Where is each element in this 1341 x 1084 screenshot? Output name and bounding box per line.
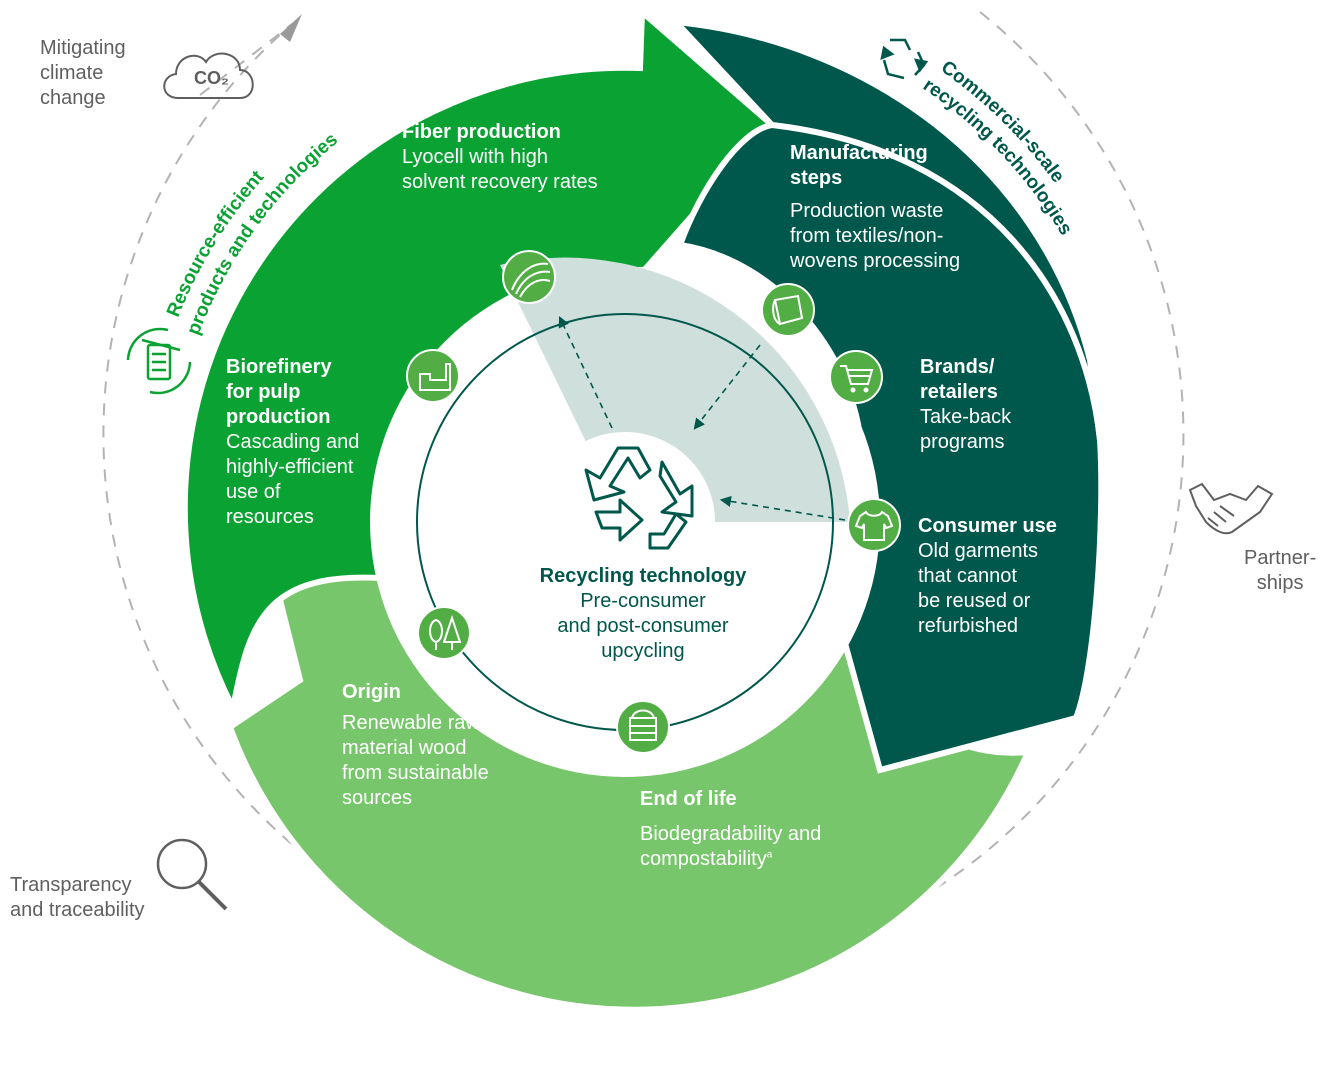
brands-title-1: Brands/ [920, 356, 995, 378]
consumer-use-text-3: be reused or [918, 590, 1031, 612]
manufacturing-text-1: Production waste [790, 200, 944, 222]
transparency-text-1: Transparency [10, 874, 132, 896]
commercial-recycle-icon [880, 38, 929, 80]
manufacturing-text-3: wovens processing [790, 250, 961, 272]
manufacturing-text-2: from textiles/non- [790, 225, 944, 247]
climate-text-3: change [40, 87, 106, 109]
consumer-use-text-4: refurbished [918, 615, 1019, 637]
co2-label: CO₂ [194, 68, 229, 88]
recycle-icon [584, 446, 694, 550]
brands-text-2: programs [920, 431, 1005, 453]
biorefinery-title-1: Biorefinery [226, 356, 332, 378]
handshake-icon [1188, 482, 1274, 535]
climate-label: Mitigating climate change [40, 36, 126, 111]
end-of-life-footnote: a [766, 849, 773, 861]
consumer-use-text-1: Old garments [918, 540, 1039, 562]
transparency-label: Transparency and traceability [10, 873, 145, 923]
end-of-life-text-1: Biodegradability and [640, 823, 822, 845]
origin-text-2: material wood [342, 737, 467, 759]
consumer-use-text-2: that cannot [918, 565, 1017, 587]
natural-circularity-icon [523, 951, 554, 985]
recycling-arrows [558, 315, 846, 521]
partnerships-text-2: ships [1256, 572, 1304, 594]
consumer-use-block: Consumer use Old garments that cannot be… [918, 514, 1057, 639]
partnerships-label: Partner- ships [1244, 546, 1316, 596]
end-of-life-title: End of life [640, 788, 737, 810]
center-text-1: Pre-consumer [580, 590, 706, 612]
t-shirt-icon [847, 498, 901, 552]
consumer-use-title: Consumer use [918, 515, 1057, 537]
fiber-production-text-2: solvent recovery rates [402, 171, 598, 193]
recycling-sector [500, 257, 850, 522]
end-of-life-block: End of life Biodegradability and compost… [640, 787, 821, 872]
biorefinery-text-4: resources [226, 506, 314, 528]
origin-text-4: sources [342, 787, 413, 809]
brands-block: Brands/ retailers Take-back programs [920, 355, 1011, 455]
biorefinery-block: Biorefinery for pulp production Cascadin… [226, 355, 359, 530]
biorefinery-title-3: production [226, 406, 331, 428]
center-block: Recycling technology Pre-consumer and po… [505, 564, 781, 664]
origin-block: Origin Renewable raw material wood from … [342, 680, 489, 811]
brands-text-1: Take-back [920, 406, 1012, 428]
end-of-life-text-2: compostability [640, 848, 767, 870]
biorefinery-text-3: use of [226, 481, 281, 503]
magnifier-icon [156, 838, 228, 911]
commercial-segment-top [668, 18, 1103, 441]
fabric-roll-icon [761, 283, 815, 337]
center-title: Recycling technology [539, 565, 747, 587]
manufacturing-title-2: steps [790, 167, 843, 189]
manufacturing-block: Manufacturing steps Production waste fro… [790, 141, 960, 274]
biorefinery-text-2: highly-efficient [226, 456, 354, 478]
origin-text-1: Renewable raw [342, 712, 480, 734]
fiber-production-text-1: Lyocell with high [402, 146, 549, 168]
biorefinery-title-2: for pulp [226, 381, 301, 403]
transparency-text-2: and traceability [10, 899, 145, 921]
factory-icon [406, 349, 460, 403]
biorefinery-text-1: Cascading and [226, 431, 360, 453]
compost-bin-icon [616, 700, 670, 754]
center-text-3: upcycling [601, 640, 685, 662]
shopping-cart-icon [829, 350, 883, 404]
origin-title: Origin [342, 681, 401, 703]
fiber-production-title: Fiber production [402, 121, 561, 143]
co2-cloud-icon [163, 52, 254, 99]
climate-text-2: climate [40, 62, 104, 84]
climate-text-1: Mitigating [40, 37, 126, 59]
origin-text-3: from sustainable [342, 762, 489, 784]
fiber-production-block: Fiber production Lyocell with high solve… [402, 120, 598, 195]
center-text-2: and post-consumer [557, 615, 729, 637]
end-of-life-text-2-row: compostabilitya [640, 847, 821, 872]
fiber-icon [502, 250, 556, 304]
resource-efficient-icon [126, 327, 192, 395]
manufacturing-title-1: Manufacturing [790, 142, 928, 164]
partnerships-text-1: Partner- [1244, 547, 1317, 569]
trees-icon [417, 606, 471, 660]
brands-title-2: retailers [920, 381, 998, 403]
